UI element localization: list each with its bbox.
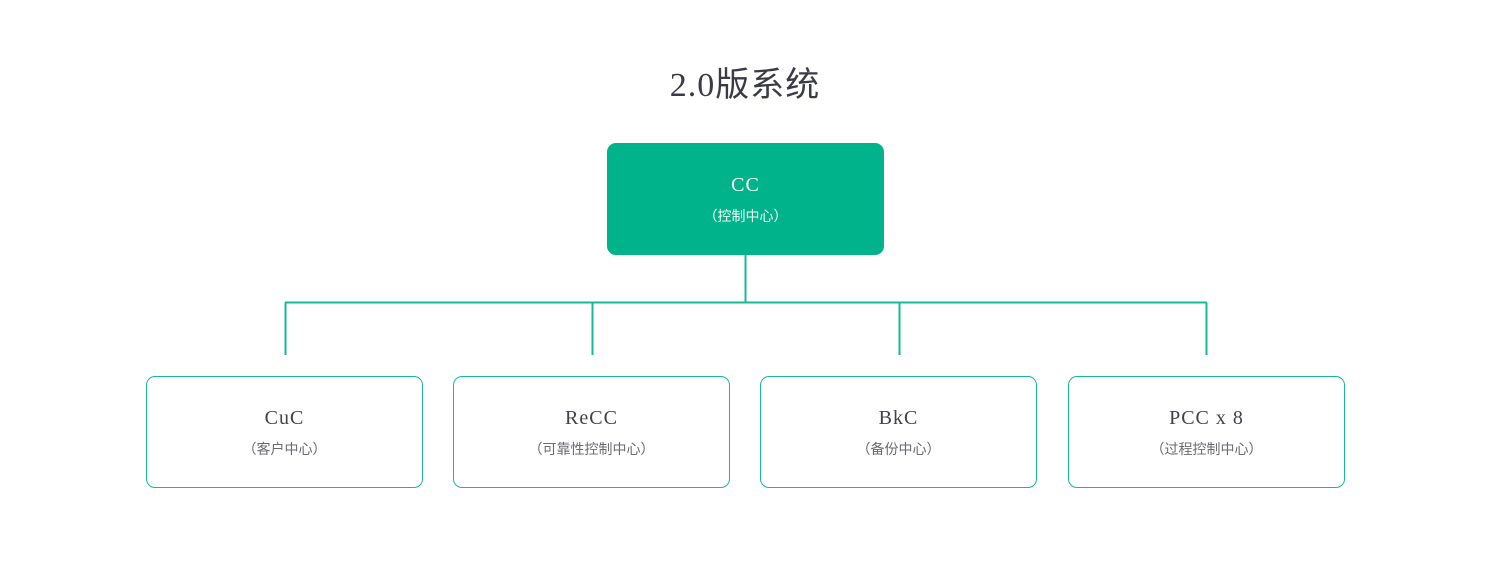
node-cuc-code: CuC (264, 406, 305, 429)
node-cc[interactable]: CC （控制中心） (607, 143, 884, 255)
node-pcc-name: （过程控制中心） (1150, 440, 1263, 457)
node-bkc[interactable]: BkC （备份中心） (760, 376, 1037, 488)
node-recc-name: （可靠性控制中心） (528, 440, 655, 457)
node-cc-name: （控制中心） (703, 207, 788, 224)
node-cuc-name: （客户中心） (242, 440, 327, 457)
node-recc[interactable]: ReCC （可靠性控制中心） (453, 376, 730, 488)
node-recc-code: ReCC (565, 406, 618, 429)
node-cc-code: CC (731, 173, 760, 196)
node-bkc-code: BkC (878, 406, 919, 429)
node-bkc-name: （备份中心） (856, 440, 941, 457)
node-pcc[interactable]: PCC x 8 （过程控制中心） (1068, 376, 1345, 488)
page-title: 2.0版系统 (669, 67, 821, 104)
node-pcc-code: PCC x 8 (1169, 406, 1244, 429)
node-cuc[interactable]: CuC （客户中心） (146, 376, 423, 488)
